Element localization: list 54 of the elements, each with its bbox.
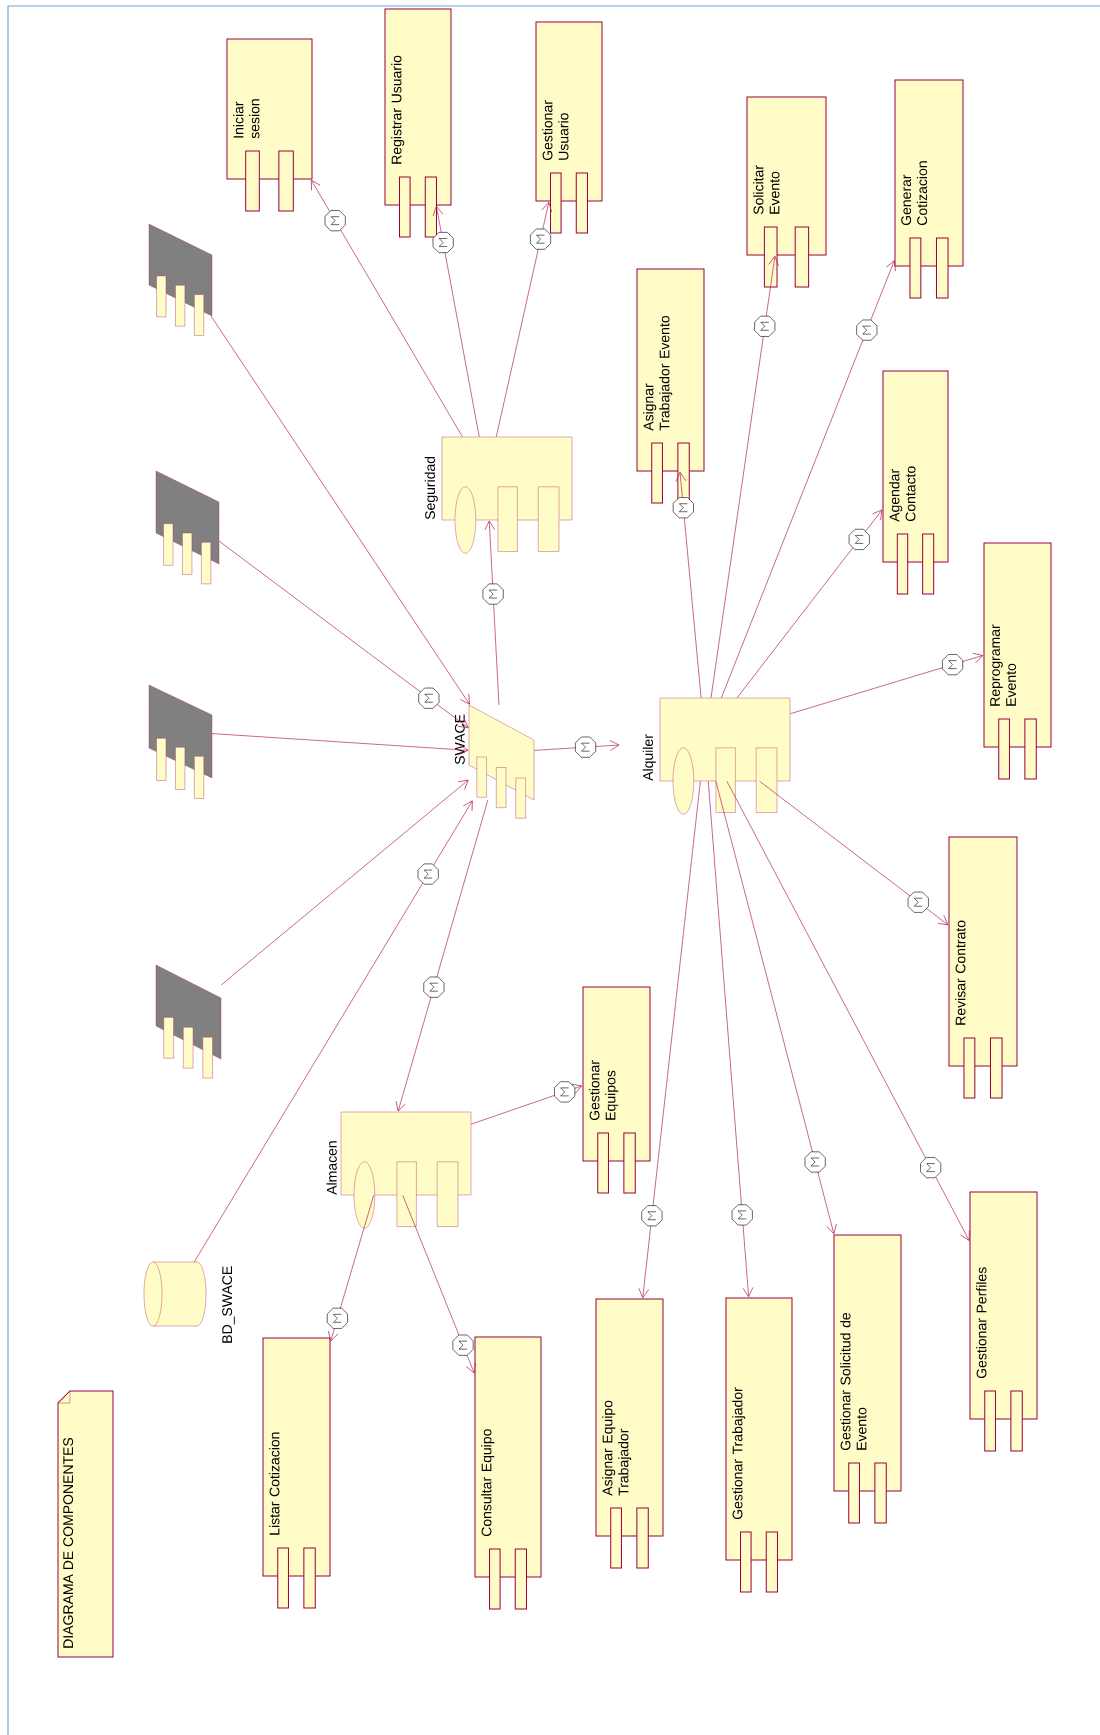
device-shape xyxy=(155,964,222,1079)
node-label: Almacen xyxy=(326,1141,337,1195)
arrow xyxy=(193,800,473,1263)
component-box: Gestionar Solicitud de Evento xyxy=(833,1234,902,1524)
arrow xyxy=(310,179,463,438)
arrow xyxy=(402,1194,476,1374)
component-box: Gestionar Perfiles xyxy=(969,1191,1038,1452)
arrow xyxy=(726,780,970,1241)
arrow xyxy=(710,255,779,699)
arrow xyxy=(789,652,984,715)
node-label: SWACE xyxy=(454,714,465,765)
component-box: Consultar Equipo xyxy=(474,1336,542,1610)
component-box: Iniciar sesion xyxy=(226,38,313,212)
arrow xyxy=(328,1194,375,1342)
component-box: Reprogramar Evento xyxy=(983,542,1052,780)
device-shape xyxy=(155,470,220,585)
arrow xyxy=(533,740,620,751)
component-box: Asignar Trabajador Evento xyxy=(636,268,705,504)
component-box: Solicitar Evento xyxy=(746,96,827,288)
arrow xyxy=(220,779,469,986)
component-box: Generar Cotizacion xyxy=(894,79,964,299)
arrow xyxy=(721,260,896,699)
arrow xyxy=(484,520,500,706)
node-label: BD_SWACE xyxy=(222,1266,235,1343)
device-shape xyxy=(148,223,213,336)
arrow xyxy=(211,733,469,756)
package-box: Seguridad xyxy=(424,436,573,554)
arrow xyxy=(495,201,553,438)
device-shape xyxy=(148,684,213,799)
package-box: Alquiler xyxy=(642,697,791,815)
component-box: Gestionar Trabajador xyxy=(725,1297,793,1593)
arrow xyxy=(675,471,702,699)
component-box: Asignar Equipo Trabajador xyxy=(595,1298,664,1569)
arrow xyxy=(218,540,469,729)
arrow xyxy=(759,780,949,926)
component-box: Revisar Contrato xyxy=(948,836,1018,1099)
node-label: Seguridad xyxy=(424,456,438,520)
component-box: Gestionar Equipos xyxy=(582,986,651,1194)
arrow xyxy=(707,780,754,1298)
arrow xyxy=(395,799,489,1112)
arrow xyxy=(432,205,480,438)
database-cylinder: BD_SWACE xyxy=(143,1261,235,1343)
arrow xyxy=(736,509,883,699)
component-box: Listar Cotizacion xyxy=(262,1337,331,1609)
component-box: Agendar Contacto xyxy=(882,370,949,595)
component-box: Registrar Usuario xyxy=(384,8,452,238)
arrow xyxy=(638,780,701,1299)
arrow xyxy=(210,315,470,705)
note-box: DIAGRAMA DE COMPONENTES xyxy=(57,1390,114,1658)
node-label: Alquiler xyxy=(642,734,656,781)
package-box: Almacen xyxy=(326,1111,472,1229)
arrow xyxy=(470,1083,583,1125)
component-box: Gestionar Usuario xyxy=(535,21,603,234)
arrow xyxy=(715,780,837,1235)
